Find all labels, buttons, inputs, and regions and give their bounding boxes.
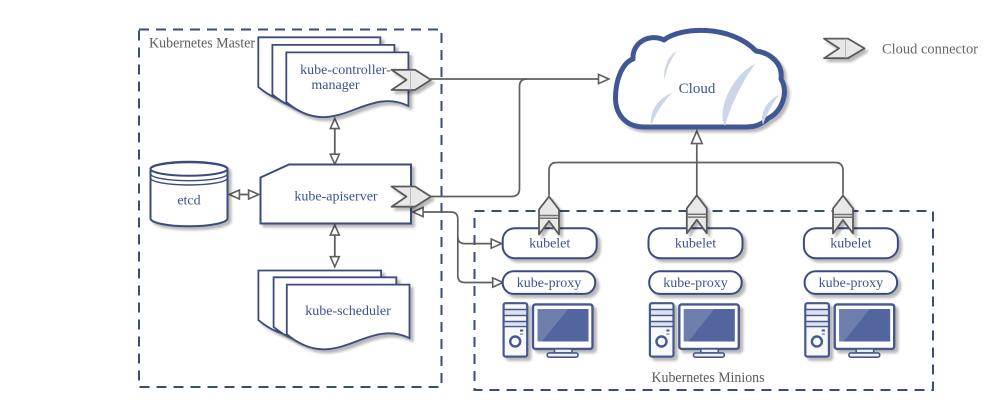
- svg-text:kube-scheduler: kube-scheduler: [305, 304, 391, 319]
- svg-text:kube-proxy: kube-proxy: [819, 276, 884, 291]
- svg-text:etcd: etcd: [177, 194, 200, 209]
- svg-text:Kubernetes Minions: Kubernetes Minions: [652, 370, 765, 386]
- svg-text:Cloud connector: Cloud connector: [882, 42, 978, 58]
- svg-text:Kubernetes Master: Kubernetes Master: [149, 36, 255, 52]
- svg-text:kube-apiserver: kube-apiserver: [294, 190, 378, 205]
- svg-text:kubelet: kubelet: [675, 237, 716, 252]
- svg-text:manager: manager: [311, 78, 360, 93]
- svg-text:kube-controller-: kube-controller-: [300, 63, 391, 78]
- svg-text:Cloud: Cloud: [679, 81, 716, 97]
- svg-text:kubelet: kubelet: [529, 237, 570, 252]
- svg-text:kube-proxy: kube-proxy: [663, 276, 728, 291]
- svg-text:kubelet: kubelet: [830, 237, 871, 252]
- svg-text:kube-proxy: kube-proxy: [517, 276, 582, 291]
